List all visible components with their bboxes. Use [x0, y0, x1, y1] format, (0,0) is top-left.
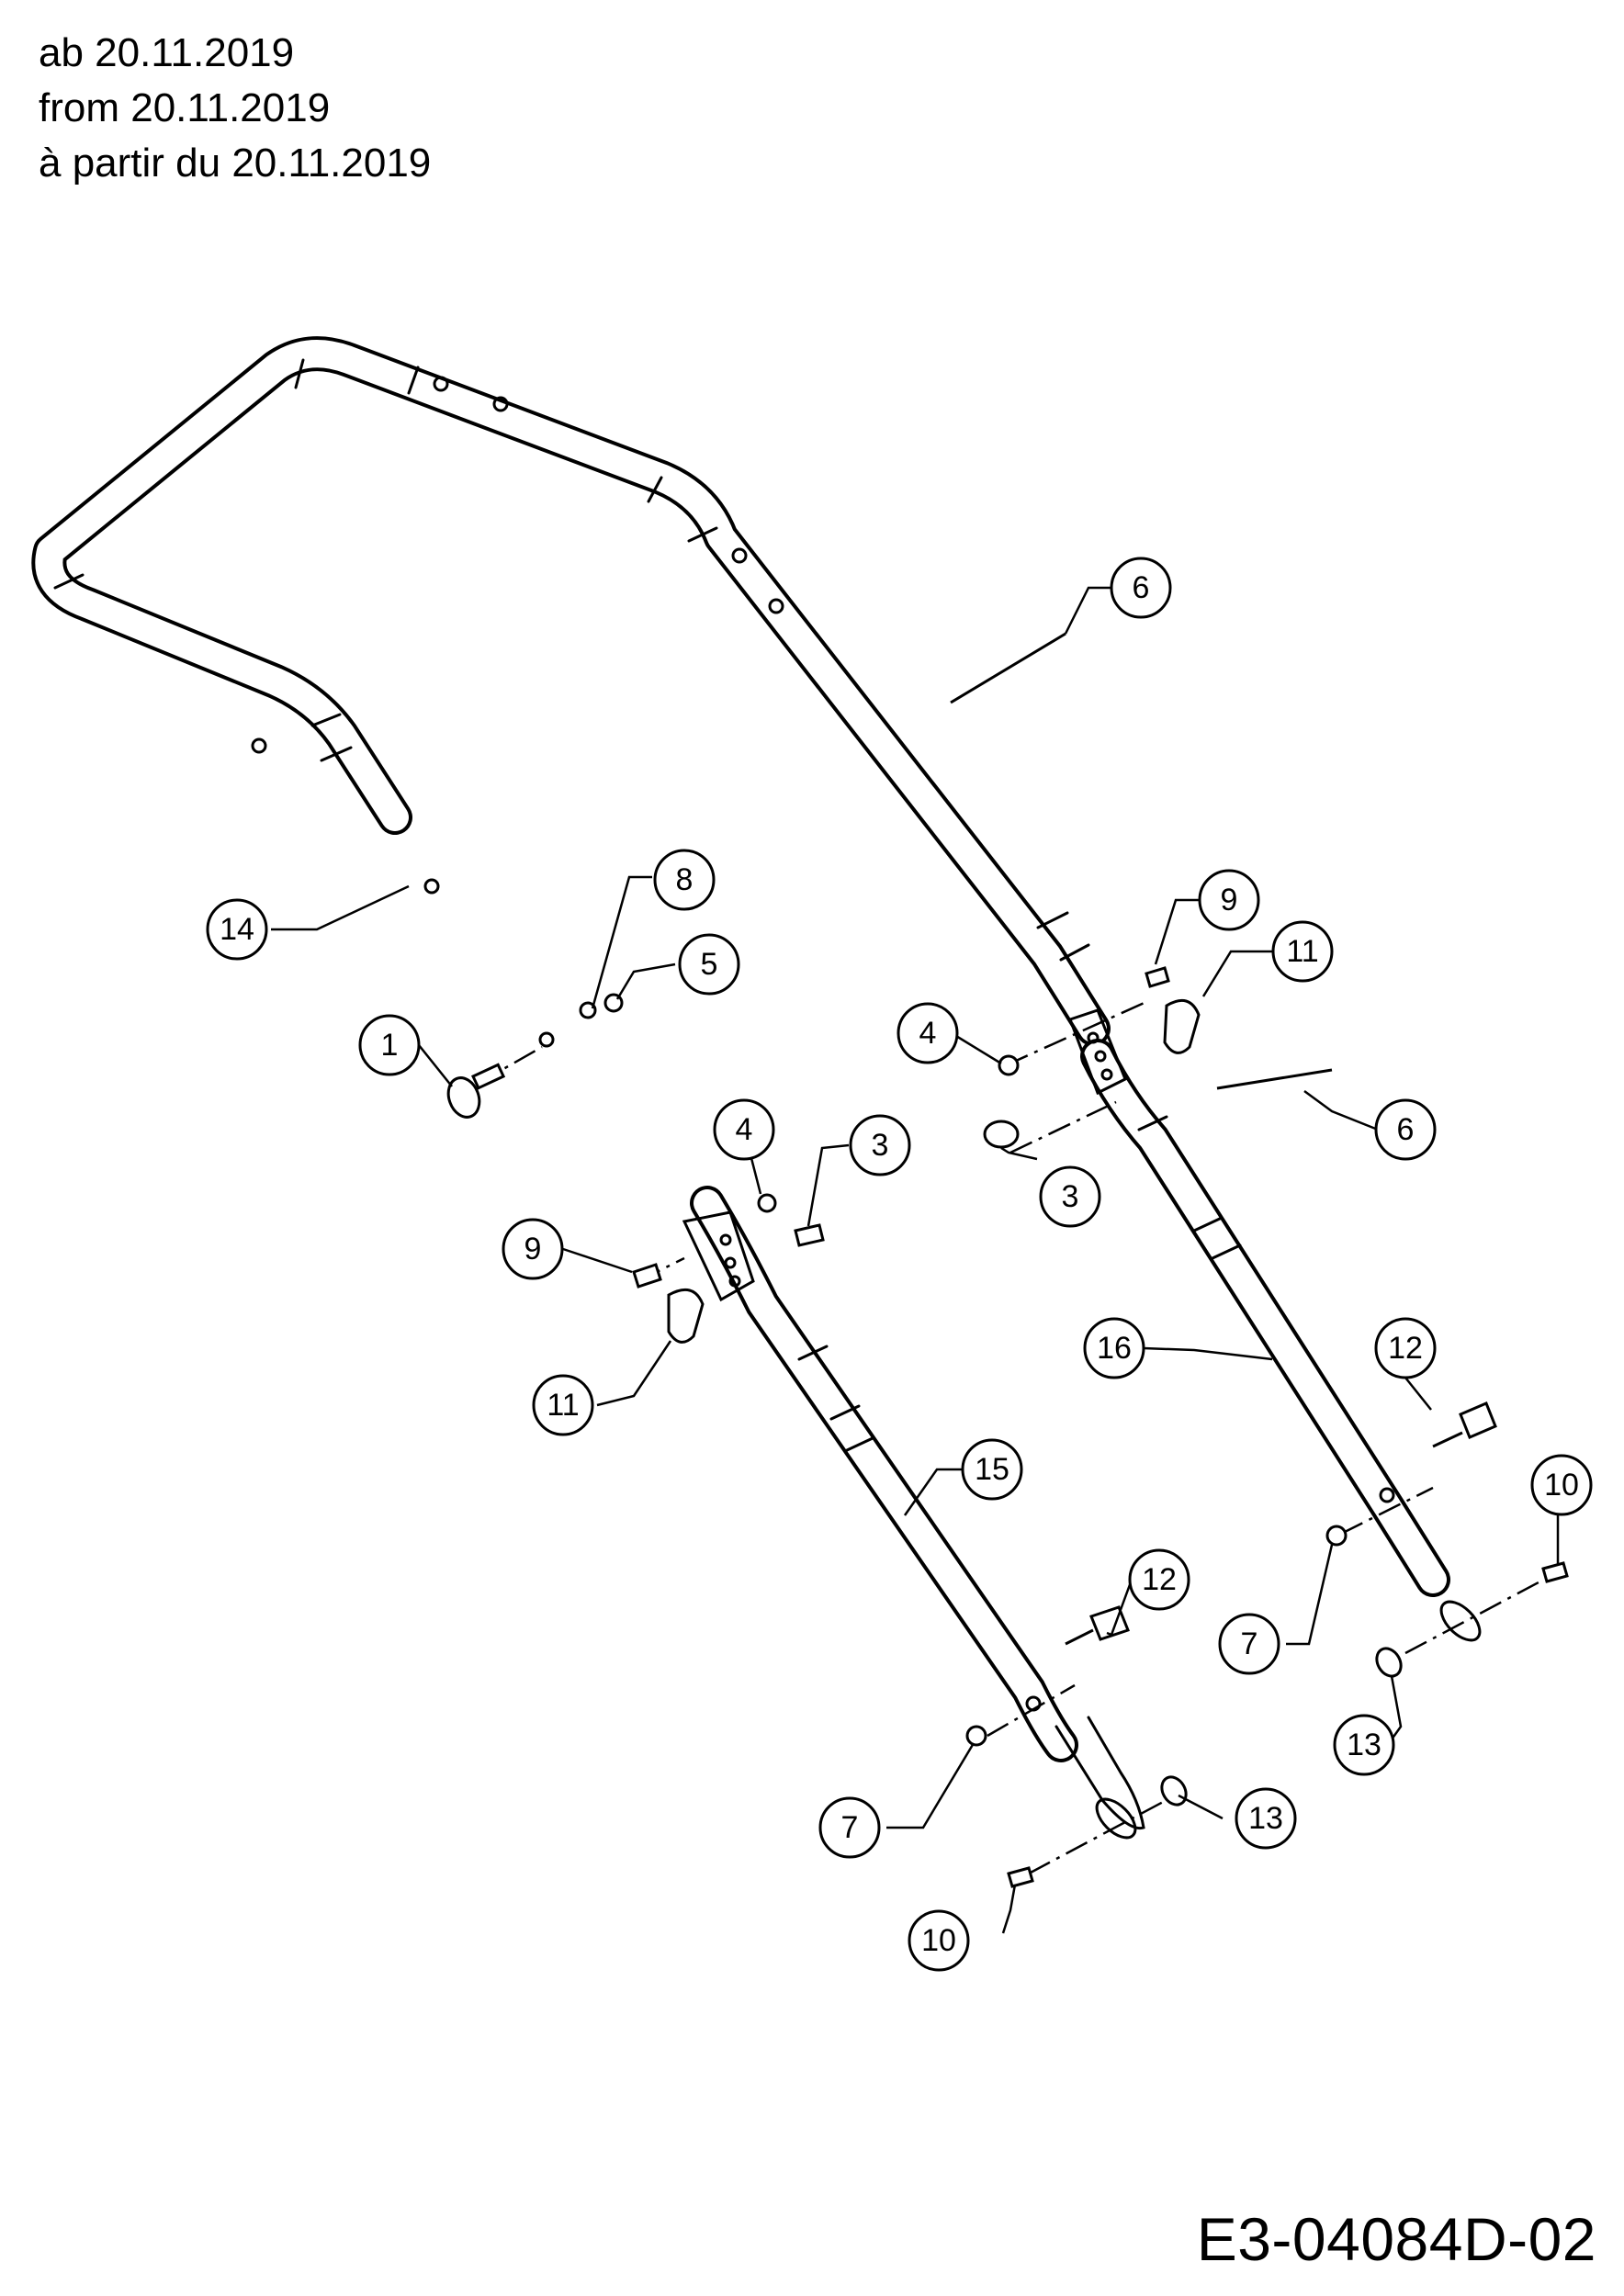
callout-7a: 7 — [818, 1796, 881, 1859]
callout-8: 8 — [653, 849, 716, 911]
svg-text:16: 16 — [1097, 1331, 1132, 1366]
callout-12b: 12 — [1128, 1548, 1190, 1611]
callout-4a: 4 — [713, 1098, 775, 1161]
leader-lines — [271, 586, 1560, 1934]
callout-10b: 10 — [1530, 1454, 1593, 1516]
callout-9a: 9 — [502, 1218, 564, 1280]
callout-1: 1 — [358, 1014, 421, 1076]
right-lower-tube — [1080, 1039, 1482, 1642]
svg-text:6: 6 — [1133, 570, 1150, 605]
callout-14: 14 — [206, 898, 268, 961]
svg-text:13: 13 — [1347, 1728, 1382, 1762]
callout-12a: 12 — [1374, 1317, 1437, 1379]
svg-text:1: 1 — [381, 1028, 399, 1063]
svg-text:4: 4 — [919, 1016, 937, 1051]
validity-date-de: ab 20.11.2019 — [39, 30, 295, 75]
svg-text:10: 10 — [921, 1923, 956, 1958]
callout-9b: 9 — [1198, 869, 1260, 931]
drawing-code: E3-04084D-02 — [1196, 2205, 1596, 2273]
callout-7b: 7 — [1218, 1613, 1280, 1675]
svg-text:4: 4 — [736, 1112, 753, 1147]
left-lower-tube — [690, 1186, 1145, 1840]
svg-text:7: 7 — [1241, 1626, 1258, 1661]
callout-6b: 6 — [1374, 1098, 1437, 1161]
validity-date-en: from 20.11.2019 — [39, 85, 331, 130]
callout-10a: 10 — [908, 1909, 970, 1972]
hardware-parts — [446, 632, 1569, 1888]
callout-6a: 6 — [1110, 557, 1172, 619]
svg-text:9: 9 — [1221, 883, 1238, 917]
svg-text:14: 14 — [220, 912, 254, 947]
callout-16: 16 — [1083, 1317, 1145, 1379]
callout-13b: 13 — [1235, 1787, 1297, 1850]
svg-text:15: 15 — [975, 1452, 1009, 1487]
left-hinge-bracket — [682, 1210, 755, 1302]
svg-text:13: 13 — [1248, 1801, 1283, 1836]
callout-markers: 1 3 3 4 4 5 6 6 7 7 8 9 9 10 10 11 11 12… — [206, 557, 1593, 1972]
callout-11b: 11 — [1271, 920, 1334, 983]
svg-text:11: 11 — [547, 1388, 579, 1423]
callout-13a: 13 — [1333, 1714, 1395, 1776]
svg-text:9: 9 — [524, 1232, 542, 1266]
callout-3a: 3 — [849, 1114, 911, 1176]
validity-date-fr: à partir du 20.11.2019 — [39, 141, 432, 186]
svg-text:10: 10 — [1544, 1468, 1579, 1503]
svg-text:3: 3 — [872, 1128, 889, 1163]
callout-11a: 11 — [532, 1374, 594, 1436]
svg-text:8: 8 — [676, 862, 694, 897]
svg-text:7: 7 — [841, 1810, 859, 1845]
svg-text:11: 11 — [1286, 934, 1318, 969]
svg-text:12: 12 — [1142, 1562, 1177, 1597]
callout-3b: 3 — [1039, 1165, 1101, 1228]
right-hinge-bracket — [1068, 1008, 1127, 1096]
upper-handle-frame — [31, 336, 1111, 1048]
svg-text:3: 3 — [1062, 1179, 1079, 1214]
svg-text:5: 5 — [701, 947, 718, 982]
validity-header: ab 20.11.2019 from 20.11.2019 à partir d… — [39, 26, 431, 191]
callout-4b: 4 — [897, 1002, 959, 1064]
svg-text:12: 12 — [1388, 1331, 1423, 1366]
callout-5: 5 — [678, 933, 740, 996]
callout-15: 15 — [961, 1438, 1023, 1501]
svg-text:6: 6 — [1397, 1112, 1415, 1147]
